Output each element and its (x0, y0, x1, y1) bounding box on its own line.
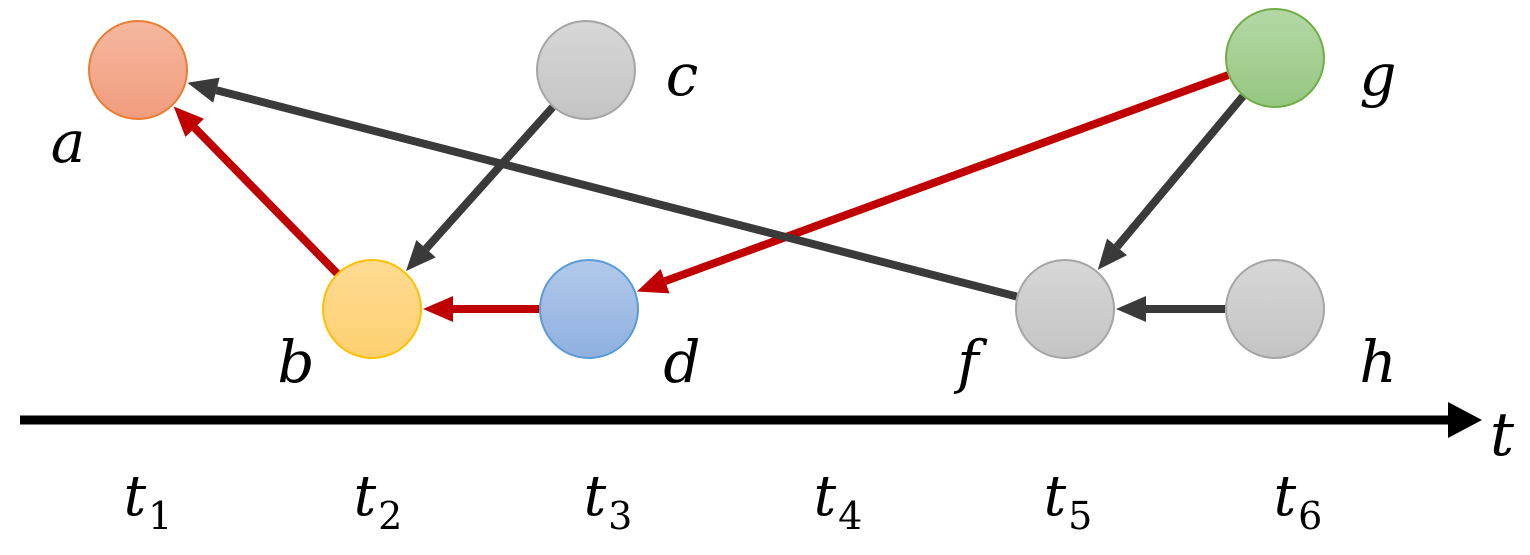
tick-subscript: 1 (148, 494, 172, 538)
node-circle (536, 20, 636, 120)
edge-arrowhead (187, 77, 220, 103)
node-label: c (666, 41, 698, 109)
node-f: f (953, 259, 1115, 396)
tick-base: t (814, 464, 837, 529)
edge-line (191, 125, 340, 277)
node-circle (539, 259, 639, 359)
tick-base: t (1044, 464, 1067, 529)
tick-base: t (354, 464, 377, 529)
nodes-layer: a b c d f g h (51, 8, 1397, 396)
tick-label-6: t6 (1274, 464, 1323, 538)
tick-base: t (1274, 464, 1297, 529)
edge-arrowhead (173, 106, 204, 137)
edge-arrowhead (1116, 296, 1146, 322)
edge-b-to-a (173, 106, 340, 277)
node-circle (1225, 259, 1325, 359)
tick-label-3: t3 (584, 464, 633, 538)
node-label: f (953, 328, 988, 396)
node-b: b (277, 259, 422, 396)
node-a: a (51, 20, 188, 176)
tick-label-2: t2 (354, 464, 403, 538)
edge-g-to-f (1097, 93, 1246, 270)
edge-line (215, 86, 1018, 301)
node-label: a (51, 108, 86, 176)
node-label: b (277, 328, 314, 396)
node-d: d (539, 259, 701, 396)
edge-line (663, 71, 1230, 285)
node-circle (88, 20, 188, 120)
edge-arrowhead (1097, 238, 1127, 270)
time-axis-arrowhead (1448, 402, 1482, 438)
edge-d-to-b (423, 296, 539, 322)
tick-label-4: t4 (814, 464, 863, 538)
tick-label-1: t1 (124, 464, 173, 538)
node-label: g (1359, 41, 1396, 109)
time-axis-label: t (1490, 400, 1515, 470)
edge-h-to-f (1116, 296, 1225, 322)
edge-c-to-b (406, 104, 556, 272)
edge-g-to-d (636, 71, 1230, 294)
node-circle (322, 259, 422, 359)
tick-base: t (124, 464, 147, 529)
node-c: c (536, 20, 698, 120)
edge-arrowhead (423, 296, 453, 322)
node-circle (1225, 8, 1325, 108)
tick-subscript: 2 (378, 494, 402, 538)
node-label: h (1359, 328, 1396, 396)
edge-arrowhead (636, 268, 670, 294)
edge-line (1113, 93, 1246, 250)
tick-subscript: 6 (1298, 494, 1322, 538)
time-axis: t (20, 400, 1515, 470)
tick-label-5: t5 (1044, 464, 1093, 538)
node-label: d (663, 328, 700, 396)
tick-subscript: 5 (1068, 494, 1092, 538)
edge-line (423, 104, 556, 252)
node-g: g (1225, 8, 1397, 109)
tick-base: t (584, 464, 607, 529)
node-h: h (1225, 259, 1397, 396)
edges-layer (173, 71, 1246, 322)
tick-subscript: 3 (608, 494, 632, 538)
tick-subscript: 4 (838, 494, 862, 538)
edge-arrowhead (406, 239, 436, 272)
node-circle (1015, 259, 1115, 359)
edge-f-to-a (187, 77, 1018, 301)
